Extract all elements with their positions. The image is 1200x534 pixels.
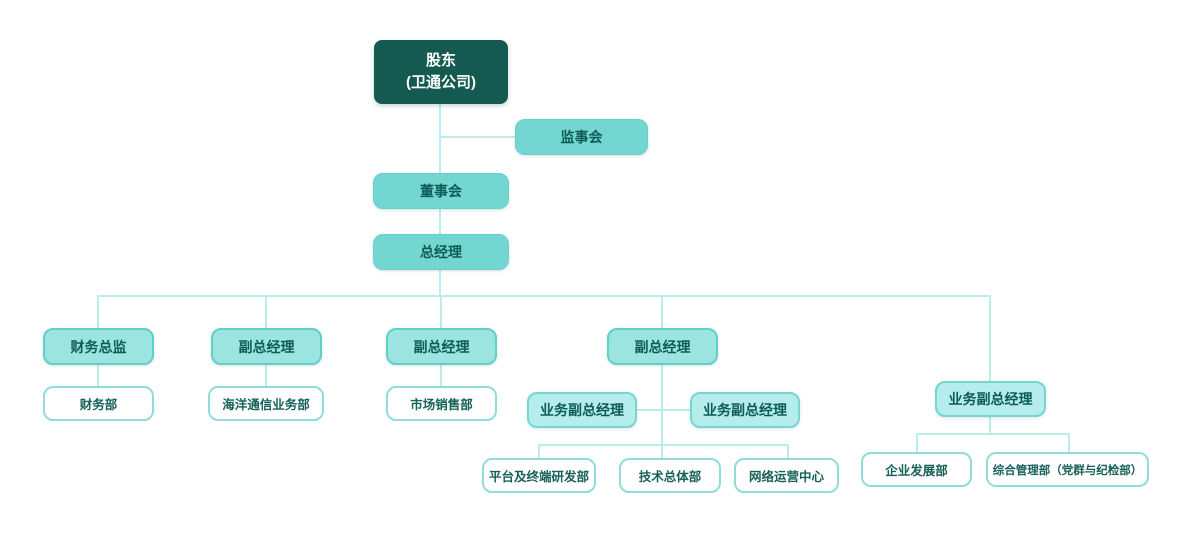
- node-supervisory-board-label: 监事会: [560, 129, 603, 145]
- node-board-of-directors-label: 董事会: [420, 183, 462, 199]
- node-business-deputy-gm-3-label: 业务副总经理: [948, 391, 1033, 407]
- node-finance-dept-label: 财务部: [79, 398, 118, 412]
- node-business-deputy-gm-2: 业务副总经理: [690, 392, 800, 428]
- connector-drop-network-center: [787, 444, 789, 459]
- connector-gm-mainline: [439, 270, 441, 297]
- node-business-deputy-gm-2-label: 业务副总经理: [703, 402, 787, 418]
- node-business-deputy-gm-1-label: 业务副总经理: [540, 402, 624, 418]
- node-shareholder-sublabel: (卫通公司): [406, 74, 476, 91]
- node-shareholder-label: 股东: [425, 51, 456, 69]
- connector-drop-tech-dept: [661, 444, 663, 459]
- node-finance-dept: 财务部: [43, 386, 154, 421]
- node-marketing-sales-dept: 市场销售部: [386, 386, 497, 421]
- node-enterprise-dev-dept-label: 企业发展部: [885, 464, 948, 478]
- node-tech-general-dept-label: 技术总体部: [638, 470, 702, 484]
- node-marine-comm-dept-label: 海洋通信业务部: [222, 398, 310, 412]
- node-network-ops-center-label: 网络运营中心: [748, 470, 824, 484]
- connector-drop-platform-dept: [538, 444, 540, 459]
- node-tech-general-dept: 技术总体部: [619, 458, 721, 493]
- connector-drop-deputy-gm-2: [440, 295, 442, 329]
- connector-bottom-right-horizontal: [916, 433, 1070, 435]
- node-marketing-sales-dept-label: 市场销售部: [410, 398, 473, 412]
- node-supervisory-board: 监事会: [515, 119, 648, 155]
- node-deputy-gm-3-label: 副总经理: [634, 338, 691, 355]
- node-enterprise-dev-dept: 企业发展部: [861, 452, 972, 487]
- connector-drop-deputy-gm-1: [265, 295, 267, 329]
- node-platform-terminal-rd-dept-label: 平台及终端研发部: [488, 470, 589, 484]
- node-finance-director: 财务总监: [43, 328, 154, 365]
- connector-deputy-gm-2-dept: [440, 365, 442, 387]
- connector-drop-business-deputy-gm-3: [989, 295, 991, 382]
- connector-drop-deputy-gm-3: [661, 295, 663, 329]
- node-business-deputy-gm-1: 业务副总经理: [527, 392, 637, 428]
- connector-drop-general-mgmt-dept: [1068, 433, 1070, 453]
- node-shareholder: 股东 (卫通公司): [374, 40, 508, 104]
- connector-deputy-gm-3-down: [661, 365, 663, 446]
- node-general-manager: 总经理: [373, 234, 509, 270]
- node-platform-terminal-rd-dept: 平台及终端研发部: [482, 458, 596, 493]
- connector-bottom-mid-horizontal: [538, 444, 789, 446]
- node-network-ops-center: 网络运营中心: [734, 458, 839, 493]
- node-deputy-gm-1: 副总经理: [211, 328, 322, 365]
- connector-business-gms-horizontal: [637, 409, 690, 411]
- connector-shareholder-board: [439, 104, 441, 174]
- node-general-mgmt-dept-label: 综合管理部（党群与纪检部）: [992, 464, 1143, 477]
- connector-drop-finance-director: [97, 295, 99, 329]
- node-general-manager-label: 总经理: [420, 244, 462, 260]
- connector-supervisory-branch: [440, 136, 516, 138]
- connector-board-gm: [439, 209, 441, 235]
- connector-finance-director-dept: [97, 365, 99, 387]
- node-finance-director-label: 财务总监: [70, 338, 127, 355]
- node-deputy-gm-3: 副总经理: [607, 328, 718, 365]
- connector-business-deputy-gm-3-down: [989, 417, 991, 435]
- node-general-mgmt-dept: 综合管理部（党群与纪检部）: [986, 452, 1149, 487]
- node-deputy-gm-2-label: 副总经理: [413, 338, 470, 355]
- node-marine-comm-dept: 海洋通信业务部: [208, 386, 324, 421]
- node-deputy-gm-1-label: 副总经理: [238, 338, 295, 355]
- connector-deputy-gm-1-dept: [265, 365, 267, 387]
- connector-main-horizontal: [97, 295, 991, 297]
- node-business-deputy-gm-3: 业务副总经理: [935, 381, 1046, 417]
- node-deputy-gm-2: 副总经理: [386, 328, 497, 365]
- node-board-of-directors: 董事会: [373, 173, 509, 209]
- connector-drop-enterprise-dept: [916, 433, 918, 453]
